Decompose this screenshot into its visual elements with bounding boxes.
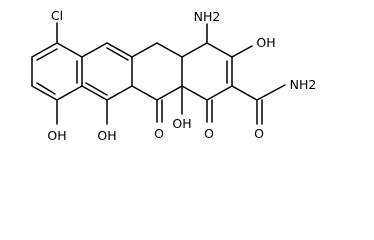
structure-canvas: Cl NH2 OH NH2 O O OH O OH OH (31, 8, 316, 143)
bond-lines (31, 22, 286, 125)
label-ketone-ring-a: O (204, 126, 214, 141)
label-amide-oxygen: O (254, 126, 264, 141)
label-ketone-ring-b: O (154, 126, 164, 141)
label-hydroxyl-ring-c: OH (97, 128, 116, 143)
atom-labels: Cl NH2 OH NH2 O O OH O OH OH (47, 8, 316, 143)
label-amino: NH2 (194, 9, 221, 24)
label-chloro: Cl (51, 8, 63, 23)
label-amide-amine: NH2 (290, 77, 317, 92)
label-hydroxyl-ring-d-upper: OH (256, 35, 275, 50)
label-hydroxyl-ring-d-lower: OH (47, 128, 66, 143)
molecule-structure: Cl NH2 OH NH2 O O OH O OH OH (31, 8, 316, 143)
label-hydroxyl-ring-junction: OH (172, 116, 191, 131)
